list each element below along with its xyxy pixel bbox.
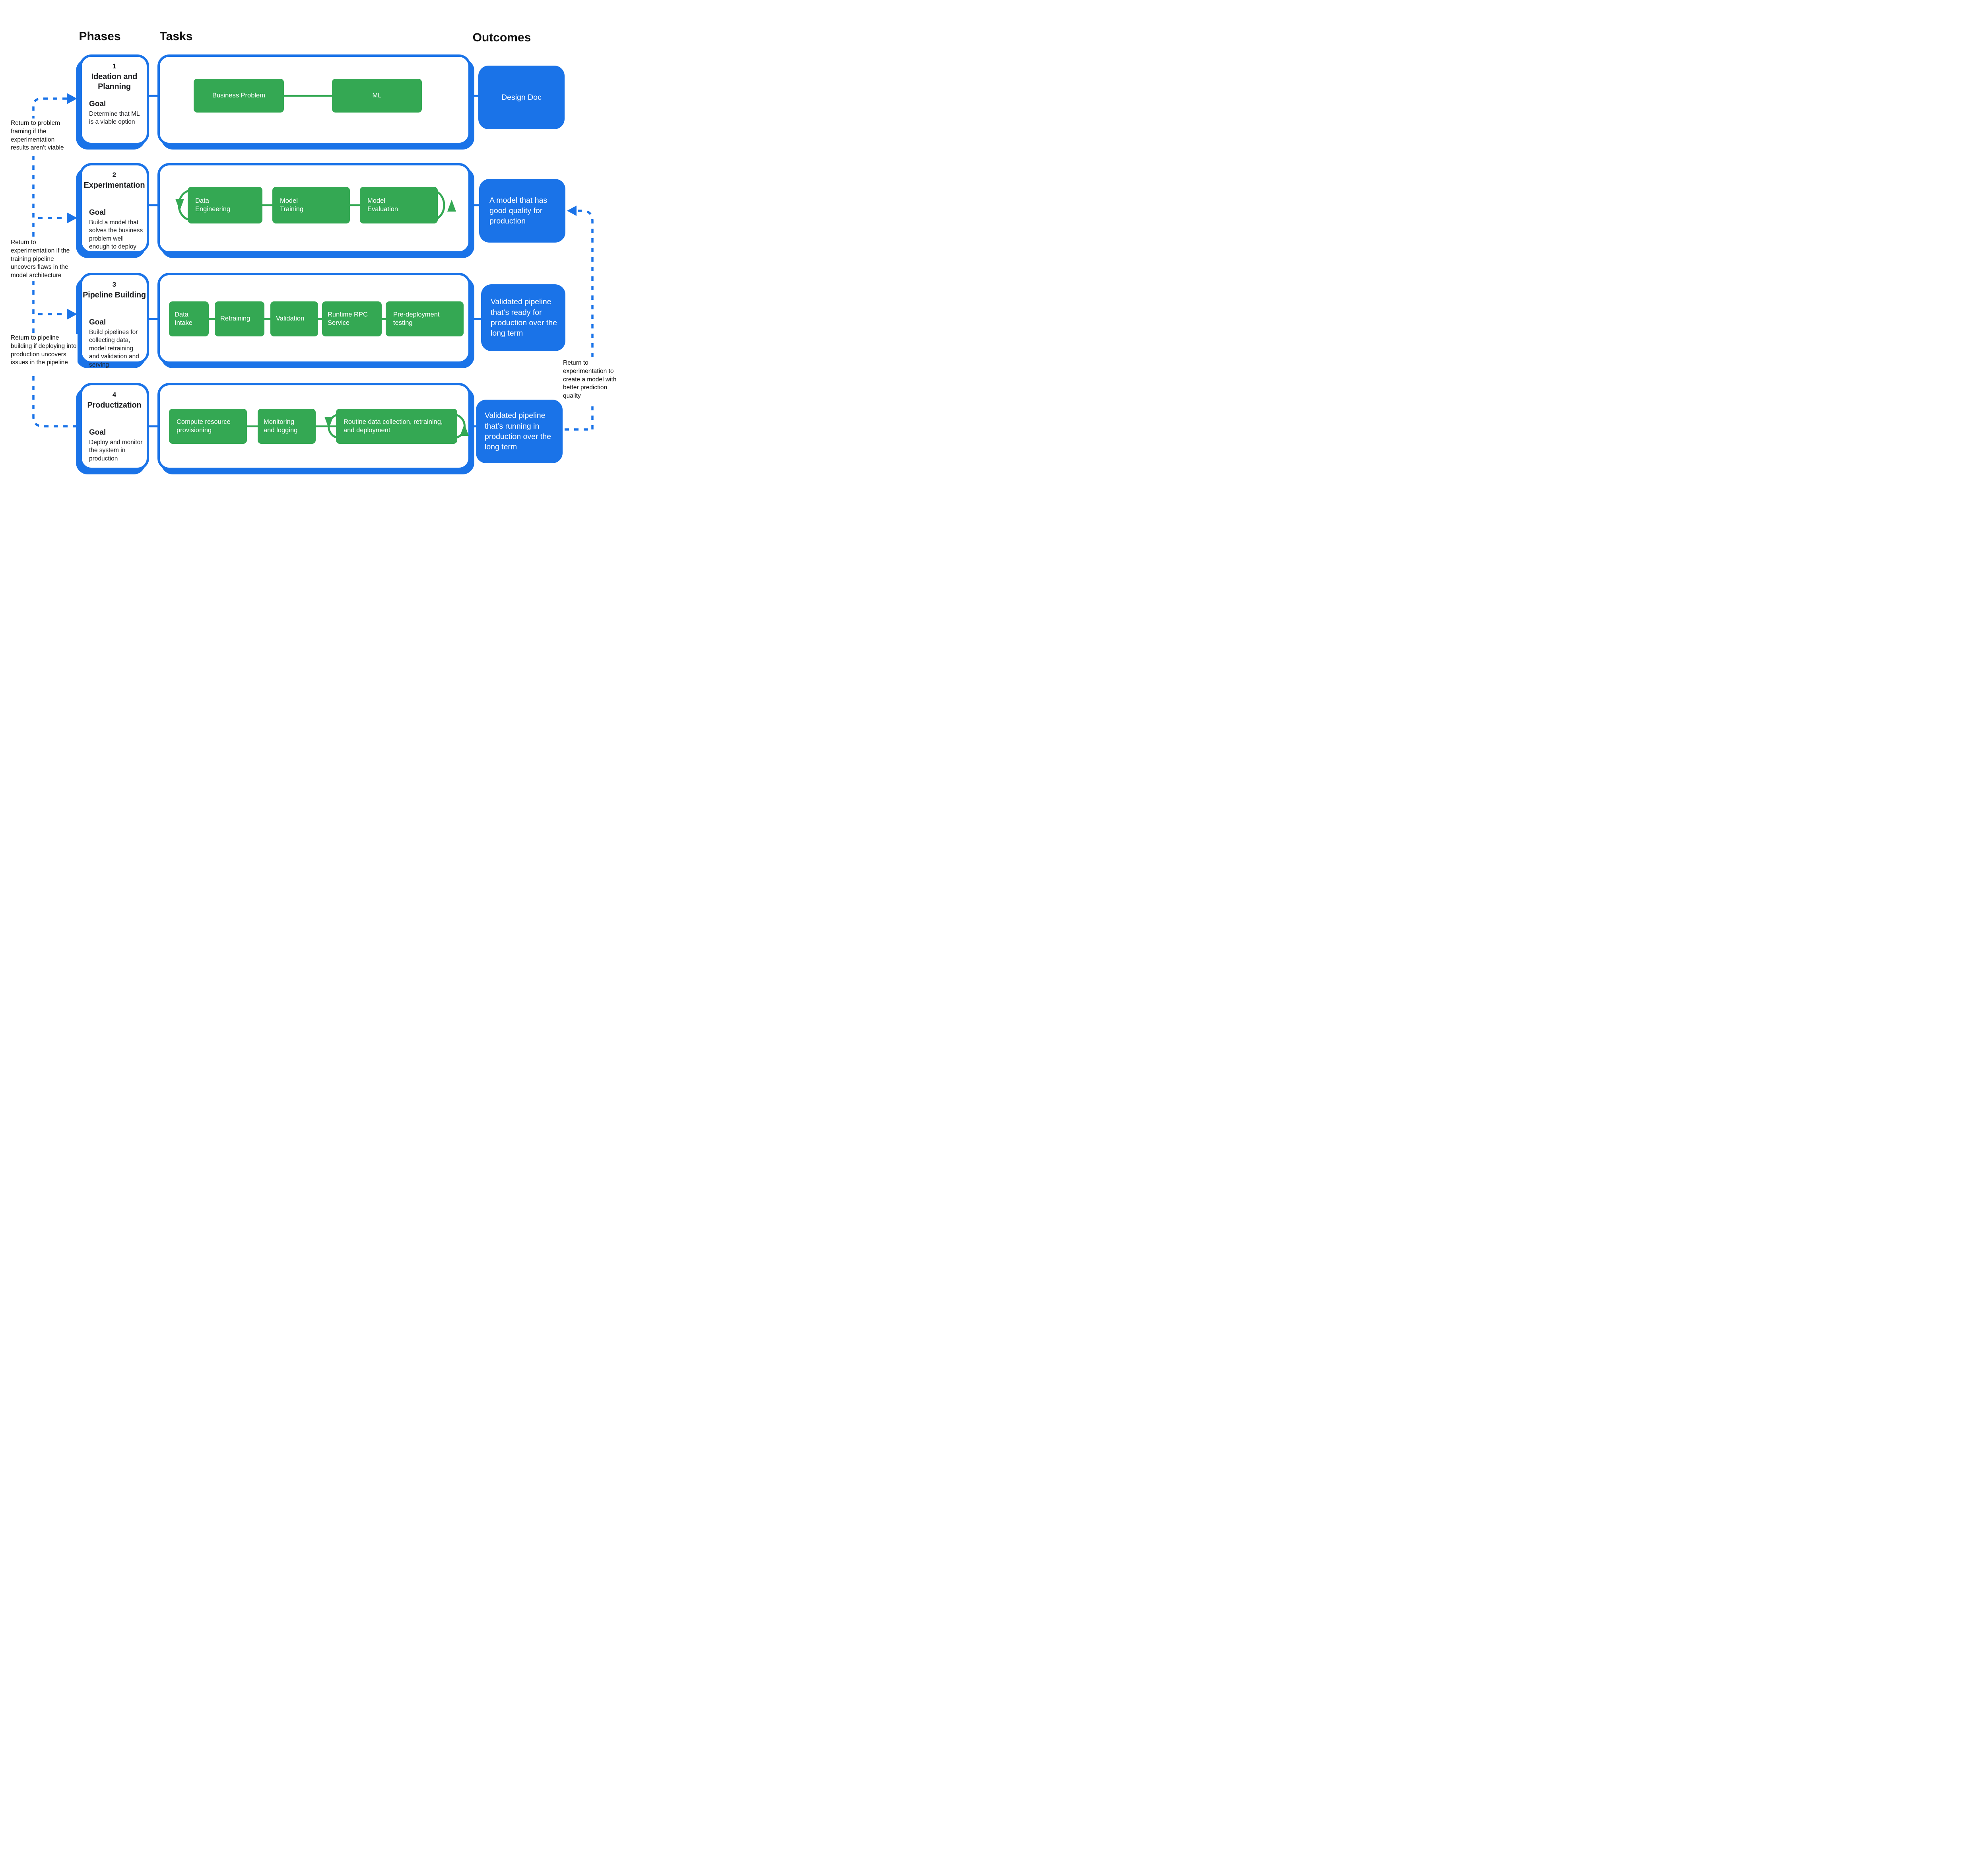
phase-card-productization: 4 Productization Goal Deploy and monitor… — [80, 383, 149, 470]
task-monitoring-and-logging: Monitoring and logging — [258, 409, 316, 444]
task-retraining: Retraining — [215, 301, 264, 336]
task-validation: Validation — [270, 301, 318, 336]
phase-title: Productization — [87, 401, 142, 410]
task-business-problem: Business Problem — [194, 79, 284, 113]
task-label: Model Evaluation — [367, 197, 398, 213]
task-label: Routine data collection, retraining, and… — [344, 418, 443, 434]
task-routine-data-collection: Routine data collection, retraining, and… — [336, 409, 457, 444]
task-label: Monitoring and logging — [264, 418, 298, 434]
phase-card-pipeline-building: 3 Pipeline Building Goal Build pipelines… — [80, 273, 149, 368]
note-return-experimentation: Return to experimentation if the trainin… — [11, 239, 75, 280]
phases-column-header: Phases — [79, 30, 121, 43]
right-dashed-vertical-b — [577, 210, 594, 357]
outcome-validated-pipeline-running: Validated pipeline that’s running in pro… — [476, 400, 563, 463]
ml-workflow-diagram: Phases Tasks Outcomes 1 Ideation and Pla… — [0, 0, 623, 514]
row2-loop-left-arrowhead — [175, 199, 184, 211]
phase-title: Experimentation — [83, 181, 145, 190]
row4-loop-right-arrowhead — [460, 424, 469, 436]
task-runtime-rpc-service: Runtime RPC Service — [322, 301, 382, 336]
task-pre-deployment-testing: Pre-deployment testing — [386, 301, 464, 336]
tasks-column-header: Tasks — [159, 30, 193, 43]
task-label: Pre-deployment testing — [393, 311, 440, 326]
phase-card-experimentation: 2 Experimentation Goal Build a model tha… — [80, 163, 149, 254]
phase-title: Ideation and Planning — [91, 72, 138, 91]
outcomes-column-header: Outcomes — [472, 31, 531, 44]
phase-number: 2 — [112, 171, 116, 179]
return1-arrowhead — [67, 93, 77, 104]
return2-arrowhead — [67, 212, 77, 223]
note-return-problem-framing: Return to problem framing if the experim… — [11, 119, 69, 153]
return3-arrowhead — [67, 309, 77, 320]
goal-text: Deploy and monitor the system in product… — [89, 439, 143, 462]
connector-layer — [32, 93, 594, 431]
goal-label: Goal — [89, 318, 106, 326]
goal-label: Goal — [89, 100, 106, 108]
goal-text: Build pipelines for collecting data, mod… — [89, 329, 139, 368]
task-label: Data Engineering — [195, 197, 231, 213]
phase-number: 3 — [112, 281, 116, 288]
task-model-evaluation: Model Evaluation — [360, 187, 438, 223]
phase-card-ideation: 1 Ideation and Planning Goal Determine t… — [80, 54, 149, 145]
outcome-model-good-quality: A model that has good quality for produc… — [479, 179, 565, 243]
goal-text: Determine that ML is a viable option — [89, 111, 140, 126]
outcome-design-doc: Design Doc — [478, 66, 565, 129]
phase-number: 1 — [112, 62, 116, 70]
task-data-intake: Data Intake — [169, 301, 209, 336]
task-data-engineering: Data Engineering — [188, 187, 262, 223]
row2-loop-right-arrowhead — [447, 200, 456, 212]
return1-dashed-arrow — [32, 97, 67, 118]
task-model-training: Model Training — [272, 187, 350, 223]
task-label: Compute resource provisioning — [177, 418, 231, 434]
row4-loop-left-arrowhead — [324, 417, 333, 429]
return4-arrowhead — [567, 206, 577, 216]
left-dashed-vertical-c — [32, 376, 77, 427]
phase-title: Pipeline Building — [83, 291, 146, 299]
task-compute-resource-provisioning: Compute resource provisioning — [169, 409, 247, 444]
task-label: Model Training — [280, 197, 303, 213]
goal-label: Goal — [89, 428, 106, 437]
phase-number: 4 — [112, 391, 116, 398]
task-ml: ML — [332, 79, 422, 113]
goal-label: Goal — [89, 208, 106, 217]
note-return-experimentation-right: Return to experimentation to create a mo… — [563, 359, 623, 400]
outcome-validated-pipeline-ready: Validated pipeline that’s ready for prod… — [481, 284, 565, 351]
goal-text: Build a model that solves the business p… — [89, 219, 143, 251]
task-label: Runtime RPC Service — [328, 311, 368, 326]
note-return-pipeline-building: Return to pipeline building if deploying… — [11, 334, 78, 367]
